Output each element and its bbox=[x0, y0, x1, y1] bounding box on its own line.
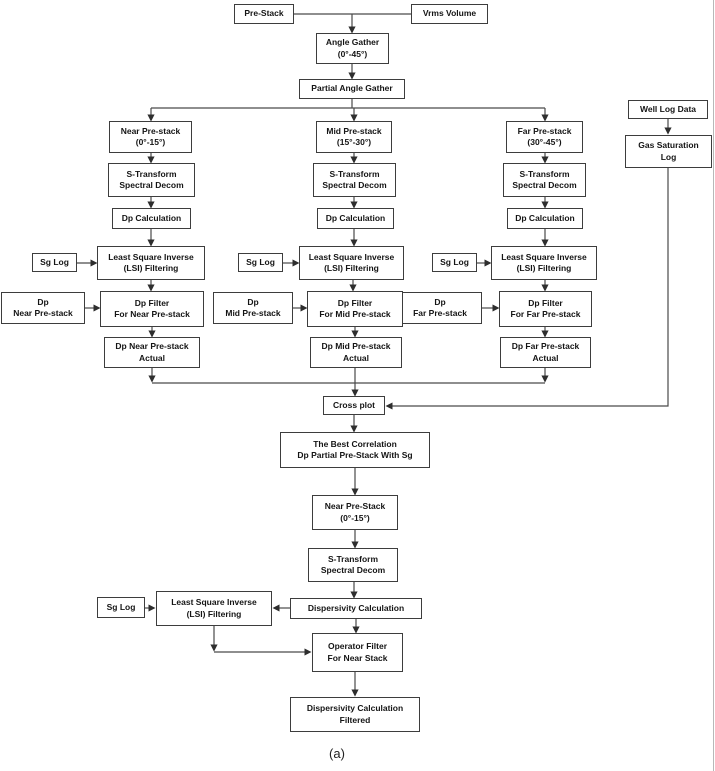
box-gas-saturation-log: Gas Saturation Log bbox=[625, 135, 712, 168]
box-angle-gather: Angle Gather (0°-45°) bbox=[316, 33, 389, 64]
box-dp-calculation-far: Dp Calculation bbox=[507, 208, 583, 229]
box-far-pre-stack: Far Pre-stack (30°-45°) bbox=[506, 121, 583, 153]
box-mid-pre-stack: Mid Pre-stack (15°-30°) bbox=[316, 121, 392, 153]
box-dp-actual-far: Dp Far Pre-stack Actual bbox=[500, 337, 591, 368]
connector-lines bbox=[77, 0, 714, 771]
box-near-pre-stack: Near Pre-stack (0°-15°) bbox=[109, 121, 192, 153]
box-vrms-volume: Vrms Volume bbox=[411, 4, 488, 24]
box-dispersivity-calculation: Dispersivity Calculation bbox=[290, 598, 422, 619]
box-cross-plot: Cross plot bbox=[323, 396, 385, 415]
box-dp-filter-far: Dp Filter For Far Pre-stack bbox=[499, 291, 592, 327]
box-dispersivity-filtered: Dispersivity Calculation Filtered bbox=[290, 697, 420, 732]
box-sg-log-far: Sg Log bbox=[432, 253, 477, 272]
figure-caption: (a) bbox=[329, 746, 345, 761]
box-dp-actual-mid: Dp Mid Pre-stack Actual bbox=[310, 337, 402, 368]
box-dp-calculation-near: Dp Calculation bbox=[112, 208, 191, 229]
box-dp-near-input: Dp Near Pre-stack bbox=[1, 292, 85, 324]
box-dp-calculation-mid: Dp Calculation bbox=[317, 208, 394, 229]
box-dp-actual-near: Dp Near Pre-stack Actual bbox=[104, 337, 200, 368]
box-pre-stack: Pre-Stack bbox=[234, 4, 294, 24]
box-s-transform-near: S-Transform Spectral Decom bbox=[108, 163, 195, 197]
box-s-transform-far: S-Transform Spectral Decom bbox=[503, 163, 586, 197]
box-dp-filter-near: Dp Filter For Near Pre-stack bbox=[100, 291, 204, 327]
box-lsi-filtering-near: Least Square Inverse (LSI) Filtering bbox=[97, 246, 205, 280]
box-sg-log-mid: Sg Log bbox=[238, 253, 283, 272]
box-best-correlation: The Best Correlation Dp Partial Pre-Stac… bbox=[280, 432, 430, 468]
box-s-transform-2: S-Transform Spectral Decom bbox=[308, 548, 398, 582]
box-lsi-filtering-far: Least Square Inverse (LSI) Filtering bbox=[491, 246, 597, 280]
box-well-log-data: Well Log Data bbox=[628, 100, 708, 119]
box-sg-log-2: Sg Log bbox=[97, 597, 145, 618]
box-partial-angle-gather: Partial Angle Gather bbox=[299, 79, 405, 99]
box-lsi-filtering-2: Least Square Inverse (LSI) Filtering bbox=[156, 591, 272, 626]
box-sg-log-near: Sg Log bbox=[32, 253, 77, 272]
box-dp-filter-mid: Dp Filter For Mid Pre-stack bbox=[307, 291, 403, 327]
box-operator-filter: Operator Filter For Near Stack bbox=[312, 633, 403, 672]
box-s-transform-mid: S-Transform Spectral Decom bbox=[313, 163, 396, 197]
box-near-pre-stack-2: Near Pre-Stack (0°-15°) bbox=[312, 495, 398, 530]
box-lsi-filtering-mid: Least Square Inverse (LSI) Filtering bbox=[299, 246, 404, 280]
box-dp-mid-input: Dp Mid Pre-stack bbox=[213, 292, 293, 324]
box-dp-far-input: Dp Far Pre-stack bbox=[398, 292, 482, 324]
